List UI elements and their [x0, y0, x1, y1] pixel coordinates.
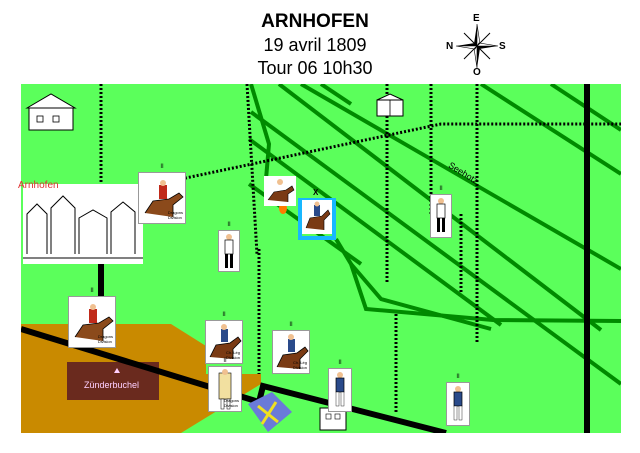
infantry-icon — [453, 386, 463, 421]
town-label: Arnhofen — [18, 180, 59, 191]
hill-label: Zünderbuchel — [84, 380, 140, 390]
cavalry-icon — [144, 180, 184, 217]
unit-infantry-1[interactable]: II — [218, 222, 240, 272]
cavalry-icon — [218, 369, 232, 410]
compass-bottom-label: O — [473, 67, 481, 78]
unit-selected[interactable] — [302, 200, 332, 234]
infantry-icon — [335, 372, 345, 407]
unit-dragoons-3[interactable]: II Dragons Division — [208, 358, 242, 412]
unit-infantry-3[interactable]: II — [328, 360, 352, 412]
unit-dragoons-2[interactable]: II Dragons Division — [68, 288, 116, 348]
dotted-paths — [99, 84, 621, 414]
house-icon — [25, 93, 77, 131]
unit-chevau-leger-2[interactable]: II Ch. Lég Division — [272, 322, 310, 374]
town-icon — [23, 184, 143, 264]
compass-rose: E N S O — [446, 13, 508, 78]
infantry-icon — [224, 234, 234, 268]
compass-top-label: E — [473, 13, 480, 24]
cavalry-icon — [302, 200, 332, 234]
unit-chevau-leger-1[interactable]: II Ch. Lég Division — [205, 312, 243, 364]
scenario-title: ARNHOFEN — [261, 11, 369, 32]
battle-map[interactable] — [21, 84, 621, 433]
scenario-date: 19 avril 1809 — [263, 35, 367, 55]
unit-dragoons-1[interactable]: II Dragons Division — [138, 164, 186, 224]
barn-icon — [376, 93, 404, 117]
general-icon — [264, 176, 296, 206]
cavalry-icon — [276, 334, 309, 369]
hill-marker — [114, 368, 120, 373]
battle-icon — [248, 392, 292, 432]
unit-infantry-4[interactable]: II — [446, 374, 470, 426]
compass-left-label: N — [446, 41, 454, 52]
cavalry-icon — [209, 324, 242, 359]
unit-infantry-2[interactable]: II — [430, 186, 452, 238]
infantry-icon — [436, 198, 446, 232]
selection-marker: X — [313, 188, 319, 197]
cavalry-icon — [74, 304, 114, 341]
unit-skirmish[interactable] — [248, 392, 292, 432]
compass-icon — [455, 23, 499, 69]
compass-right-label: S — [499, 41, 506, 52]
unit-general[interactable] — [264, 176, 296, 206]
turn-indicator: Tour 06 10h30 — [257, 58, 373, 78]
